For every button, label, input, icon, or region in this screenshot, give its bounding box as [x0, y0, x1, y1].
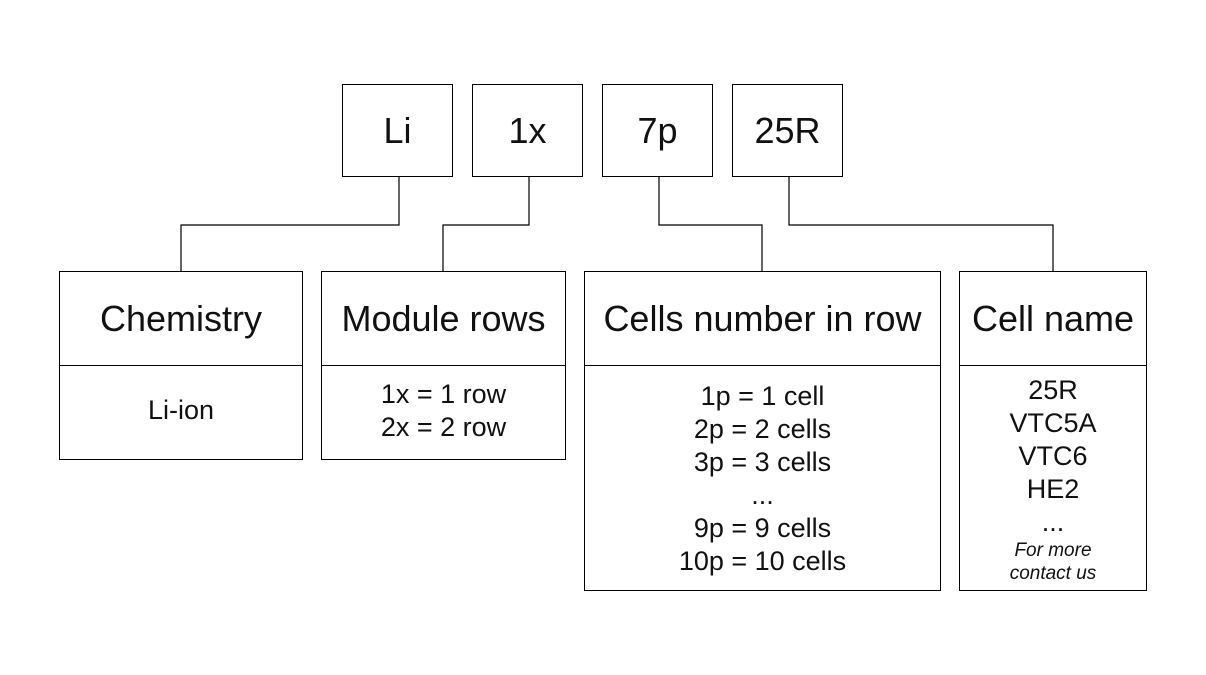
category-title: Cells number in row	[585, 272, 940, 366]
code-label: 25R	[754, 109, 821, 151]
entry: Li-ion	[147, 395, 215, 425]
entry: 1p = 1 cell	[700, 381, 825, 411]
category-chemistry: Chemistry Li-ion	[59, 271, 303, 460]
code-box-cell-name: 25R	[732, 84, 843, 177]
connector-1x-module-rows	[442, 177, 530, 271]
category-title: Module rows	[322, 272, 565, 366]
code-label: 7p	[637, 109, 678, 151]
category-title: Cell name	[960, 272, 1146, 366]
entry: 2x = 2 row	[380, 412, 507, 442]
category-entries: 25R VTC5A VTC6 HE2 ... For more contact …	[960, 366, 1146, 585]
category-entries: 1x = 1 row 2x = 2 row	[322, 366, 565, 444]
category-entries: Li-ion	[60, 366, 302, 427]
code-box-module-rows: 1x	[472, 84, 583, 177]
entry: ...	[1041, 507, 1065, 537]
entry: ...	[751, 480, 774, 510]
contact-note: For more contact us	[1010, 539, 1097, 585]
entry: 3p = 3 cells	[693, 447, 832, 477]
code-label: Li	[383, 109, 412, 151]
entry: 10p = 10 cells	[678, 546, 847, 576]
entry: HE2	[1026, 474, 1080, 504]
category-entries: 1p = 1 cell 2p = 2 cells 3p = 3 cells ..…	[585, 366, 940, 578]
connector-7p-cells-number	[658, 177, 763, 271]
category-title: Chemistry	[60, 272, 302, 366]
entry: 9p = 9 cells	[693, 513, 832, 543]
category-cells-number: Cells number in row 1p = 1 cell 2p = 2 c…	[584, 271, 941, 591]
connector-25r-cell-name	[788, 177, 1054, 271]
entry: VTC6	[1018, 441, 1088, 471]
note-line: For more	[1014, 540, 1092, 561]
category-cell-name: Cell name 25R VTC5A VTC6 HE2 ... For mor…	[959, 271, 1147, 591]
code-box-chemistry: Li	[342, 84, 453, 177]
note-line: contact us	[1009, 563, 1097, 584]
entry: 1x = 1 row	[380, 379, 507, 409]
entry: VTC5A	[1009, 408, 1097, 438]
connector-li-chemistry	[180, 177, 400, 271]
category-module-rows: Module rows 1x = 1 row 2x = 2 row	[321, 271, 566, 460]
entry: 25R	[1028, 375, 1078, 405]
code-label: 1x	[508, 109, 547, 151]
code-box-cells-number: 7p	[602, 84, 713, 177]
entry: 2p = 2 cells	[693, 414, 832, 444]
